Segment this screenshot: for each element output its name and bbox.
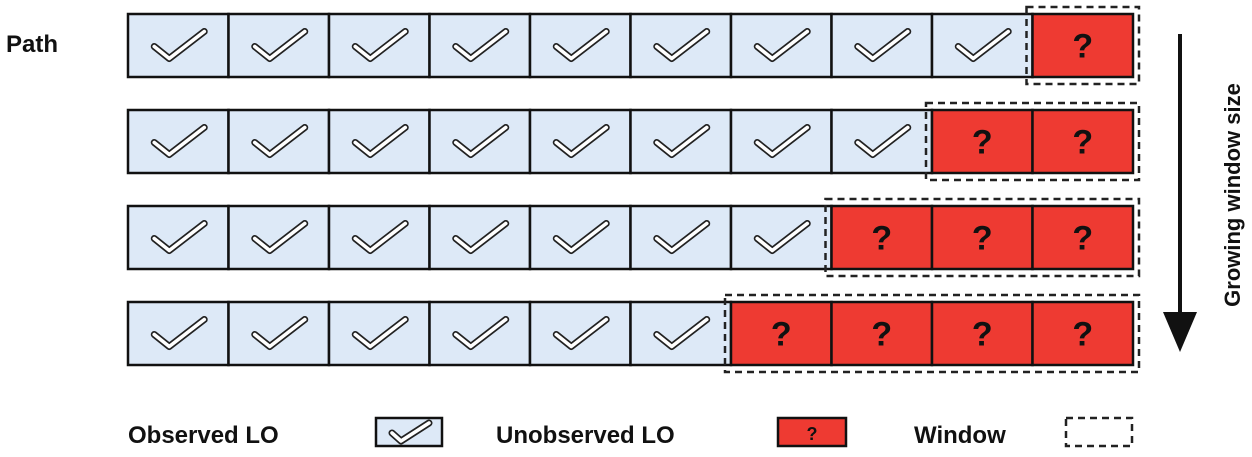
legend-observed-label: Observed LO <box>128 422 279 449</box>
path-row: ???? <box>126 293 1141 374</box>
legend-window-swatch <box>1064 416 1134 448</box>
legend: Observed LO Unobserved LO ? Window <box>128 416 1134 449</box>
observed-lo-cell <box>729 108 833 175</box>
unobserved-lo-cell: ? <box>1031 108 1135 175</box>
legend-observed-swatch <box>374 416 444 448</box>
unobserved-lo-cell: ? <box>1031 300 1135 367</box>
question-mark: ? <box>972 316 993 354</box>
window-box <box>924 101 1141 182</box>
observed-lo-cell <box>227 300 331 367</box>
unobserved-lo-cell: ? <box>930 108 1034 175</box>
unobserved-lo-cell: ? <box>830 204 934 271</box>
unobserved-lo-cell: ? <box>930 300 1034 367</box>
observed-lo-cell <box>629 300 733 367</box>
observed-lo-cell <box>126 300 230 367</box>
unobserved-lo-cell: ? <box>1031 204 1135 271</box>
question-mark: ? <box>1072 28 1093 66</box>
question-mark: ? <box>972 220 993 258</box>
legend-unobserved-swatch: ? <box>776 416 848 448</box>
observed-lo-cell <box>327 108 431 175</box>
observed-lo-cell <box>629 204 733 271</box>
unobserved-lo-cell: ? <box>1031 12 1135 79</box>
observed-lo-cell <box>930 12 1034 79</box>
observed-lo-cell <box>528 204 632 271</box>
observed-lo-cell <box>227 204 331 271</box>
question-mark: ? <box>871 316 892 354</box>
observed-lo-cell <box>327 12 431 79</box>
path-rows: ?????????? <box>126 5 1141 374</box>
window-box <box>723 293 1141 374</box>
observed-lo-cell <box>327 300 431 367</box>
path-row: ?? <box>126 101 1141 182</box>
legend-question-mark: ? <box>807 424 818 444</box>
observed-lo-cell <box>830 108 934 175</box>
question-mark: ? <box>1072 220 1093 258</box>
legend-unobserved-label: Unobserved LO <box>496 422 675 449</box>
path-row: ??? <box>126 197 1141 278</box>
question-mark: ? <box>972 124 993 162</box>
question-mark: ? <box>871 220 892 258</box>
growing-window-label: Growing window size <box>1220 83 1245 307</box>
window-box <box>824 197 1141 278</box>
arrow-head-icon <box>1163 312 1197 352</box>
observed-lo-cell <box>428 300 532 367</box>
observed-lo-cell <box>729 12 833 79</box>
observed-lo-cell <box>528 108 632 175</box>
observed-lo-cell <box>227 108 331 175</box>
unobserved-lo-cell: ? <box>930 204 1034 271</box>
path-label: Path <box>6 31 58 58</box>
path-row: ? <box>126 5 1141 86</box>
observed-lo-cell <box>528 12 632 79</box>
question-mark: ? <box>1072 316 1093 354</box>
observed-lo-cell <box>126 204 230 271</box>
unobserved-lo-cell: ? <box>729 300 833 367</box>
observed-lo-cell <box>227 12 331 79</box>
unobserved-lo-cell: ? <box>830 300 934 367</box>
observed-lo-cell <box>428 108 532 175</box>
observed-lo-cell <box>428 204 532 271</box>
question-mark: ? <box>1072 124 1093 162</box>
observed-lo-cell <box>126 108 230 175</box>
observed-lo-cell <box>126 12 230 79</box>
observed-lo-cell <box>629 108 733 175</box>
observed-lo-cell <box>729 204 833 271</box>
observed-lo-cell <box>528 300 632 367</box>
observed-lo-cell <box>327 204 431 271</box>
legend-window-label: Window <box>914 422 1006 449</box>
growing-window-arrow <box>1163 34 1197 352</box>
observed-lo-cell <box>629 12 733 79</box>
observed-lo-cell <box>428 12 532 79</box>
observed-lo-cell <box>830 12 934 79</box>
question-mark: ? <box>771 316 792 354</box>
window-box <box>1025 5 1141 86</box>
